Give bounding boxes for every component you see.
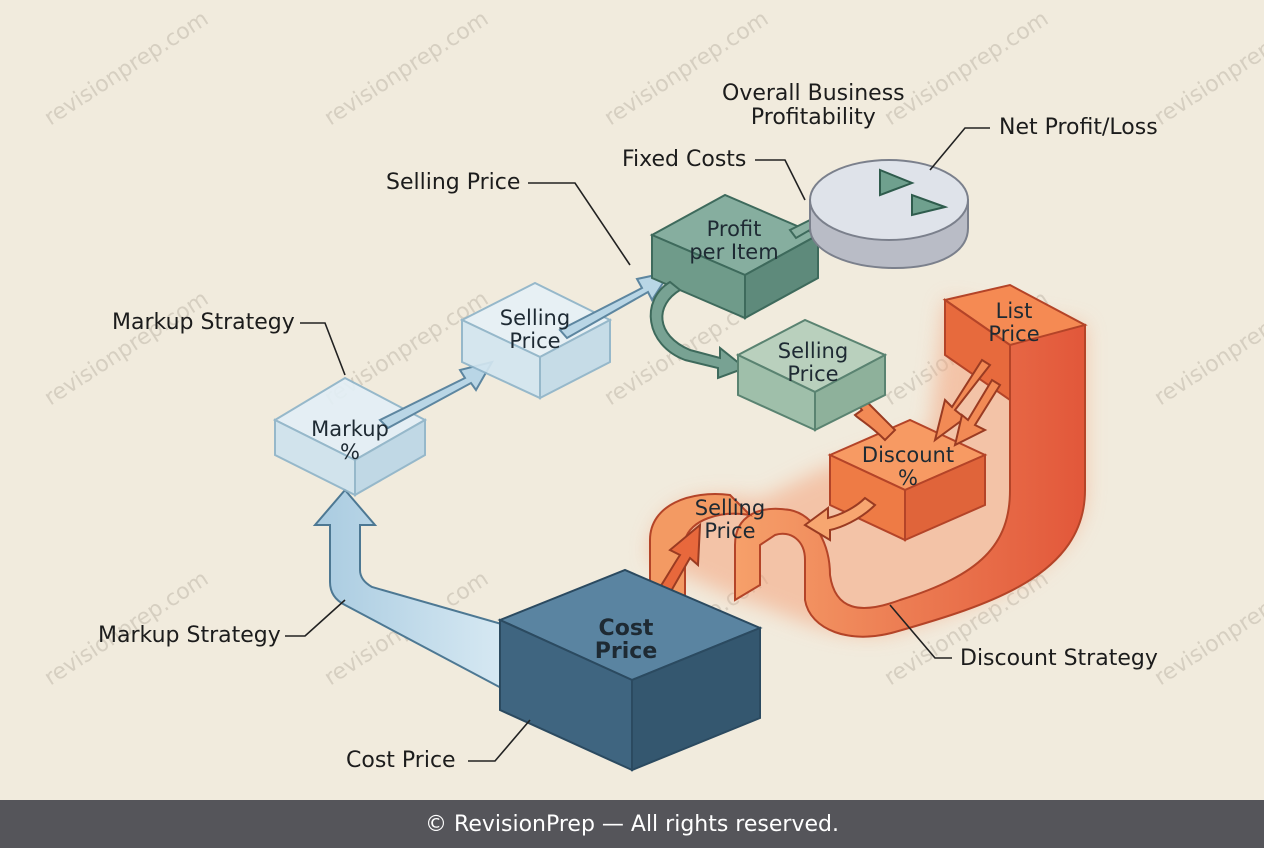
cost-price-line2: Price — [594, 639, 658, 664]
profit-to-selling-arrow — [649, 280, 748, 380]
discount-to-selling-price-3-arrow — [803, 496, 877, 542]
selling-price-2-line1: Selling — [777, 339, 849, 363]
leader-markup-bottom — [285, 599, 346, 637]
diagram-graphics — [272, 127, 1088, 772]
discount-line1: Discount — [861, 443, 955, 467]
selling-price-3-label: Selling Price — [695, 497, 765, 543]
selling-price-2-line2: Price — [787, 362, 839, 386]
discount-label: Discount % — [862, 444, 954, 490]
copyright-footer: © RevisionPrep — All rights reserved. — [0, 800, 1264, 848]
profit-line1: Profit — [706, 217, 762, 241]
selling-price-2-box — [735, 318, 888, 432]
markup-box-label: Markup % — [311, 418, 389, 464]
markup-strategy-top-label: Markup Strategy — [112, 310, 295, 335]
leader-cost-price — [468, 719, 531, 762]
selling-price-1-line1: Selling — [499, 306, 571, 330]
leader-discount — [889, 604, 952, 659]
selling-price-1-label: Selling Price — [500, 307, 570, 353]
cost-price-line1: Cost — [598, 616, 654, 641]
discount-strategy-label: Discount Strategy — [960, 646, 1158, 671]
list-price-line1: List — [995, 299, 1033, 323]
markup-box — [272, 376, 428, 497]
overall-line2: Profitability — [750, 105, 876, 130]
discount-line2: % — [898, 466, 918, 490]
net-profit-disc — [809, 159, 969, 270]
leader-markup-top — [300, 322, 346, 376]
leader-lines — [285, 127, 990, 762]
list-price-line2: Price — [988, 322, 1040, 346]
cost-price-label: Cost Price — [346, 748, 456, 773]
list-to-discount-arrows — [933, 358, 1002, 447]
selling-price-1-line2: Price — [509, 329, 561, 353]
leader-net-profit — [929, 127, 990, 171]
markup-strategy-bottom-label: Markup Strategy — [98, 623, 281, 648]
selling-price-3-line2: Price — [704, 519, 756, 543]
cost-to-markup-arrow — [312, 488, 506, 692]
cost-price-box-label: Cost Price — [595, 617, 657, 663]
profit-line2: per Item — [689, 240, 779, 264]
selling-to-profit-arrow — [558, 270, 673, 340]
diagram-stage: revisionprep.com revisionprep.com revisi… — [40, 6, 1264, 773]
overall-profitability-label: Overall Business Profitability — [722, 82, 905, 130]
selling-price-3-line1: Selling — [694, 496, 766, 520]
cost-price-box — [497, 568, 763, 772]
selling-price-1-box — [459, 281, 613, 400]
fixed-costs-label: Fixed Costs — [622, 147, 747, 172]
list-price-label: List Price — [988, 300, 1039, 346]
leader-selling-price — [528, 182, 631, 266]
footer-text: © RevisionPrep — All rights reserved. — [425, 811, 839, 837]
markup-to-selling-arrow — [378, 360, 495, 430]
discount-box — [827, 418, 988, 542]
selling-price-label: Selling Price — [386, 170, 521, 195]
profit-per-item-box — [649, 193, 821, 320]
leader-fixed-costs — [755, 159, 806, 201]
overall-line1: Overall Business — [722, 81, 905, 106]
markup-line2: % — [340, 440, 360, 464]
net-profit-loss-label: Net Profit/Loss — [999, 115, 1158, 140]
markup-line1: Markup — [311, 417, 389, 441]
profit-per-item-label: Profit per Item — [689, 218, 778, 264]
selling-price-2-label: Selling Price — [778, 340, 848, 386]
list-price-box — [942, 283, 1088, 402]
